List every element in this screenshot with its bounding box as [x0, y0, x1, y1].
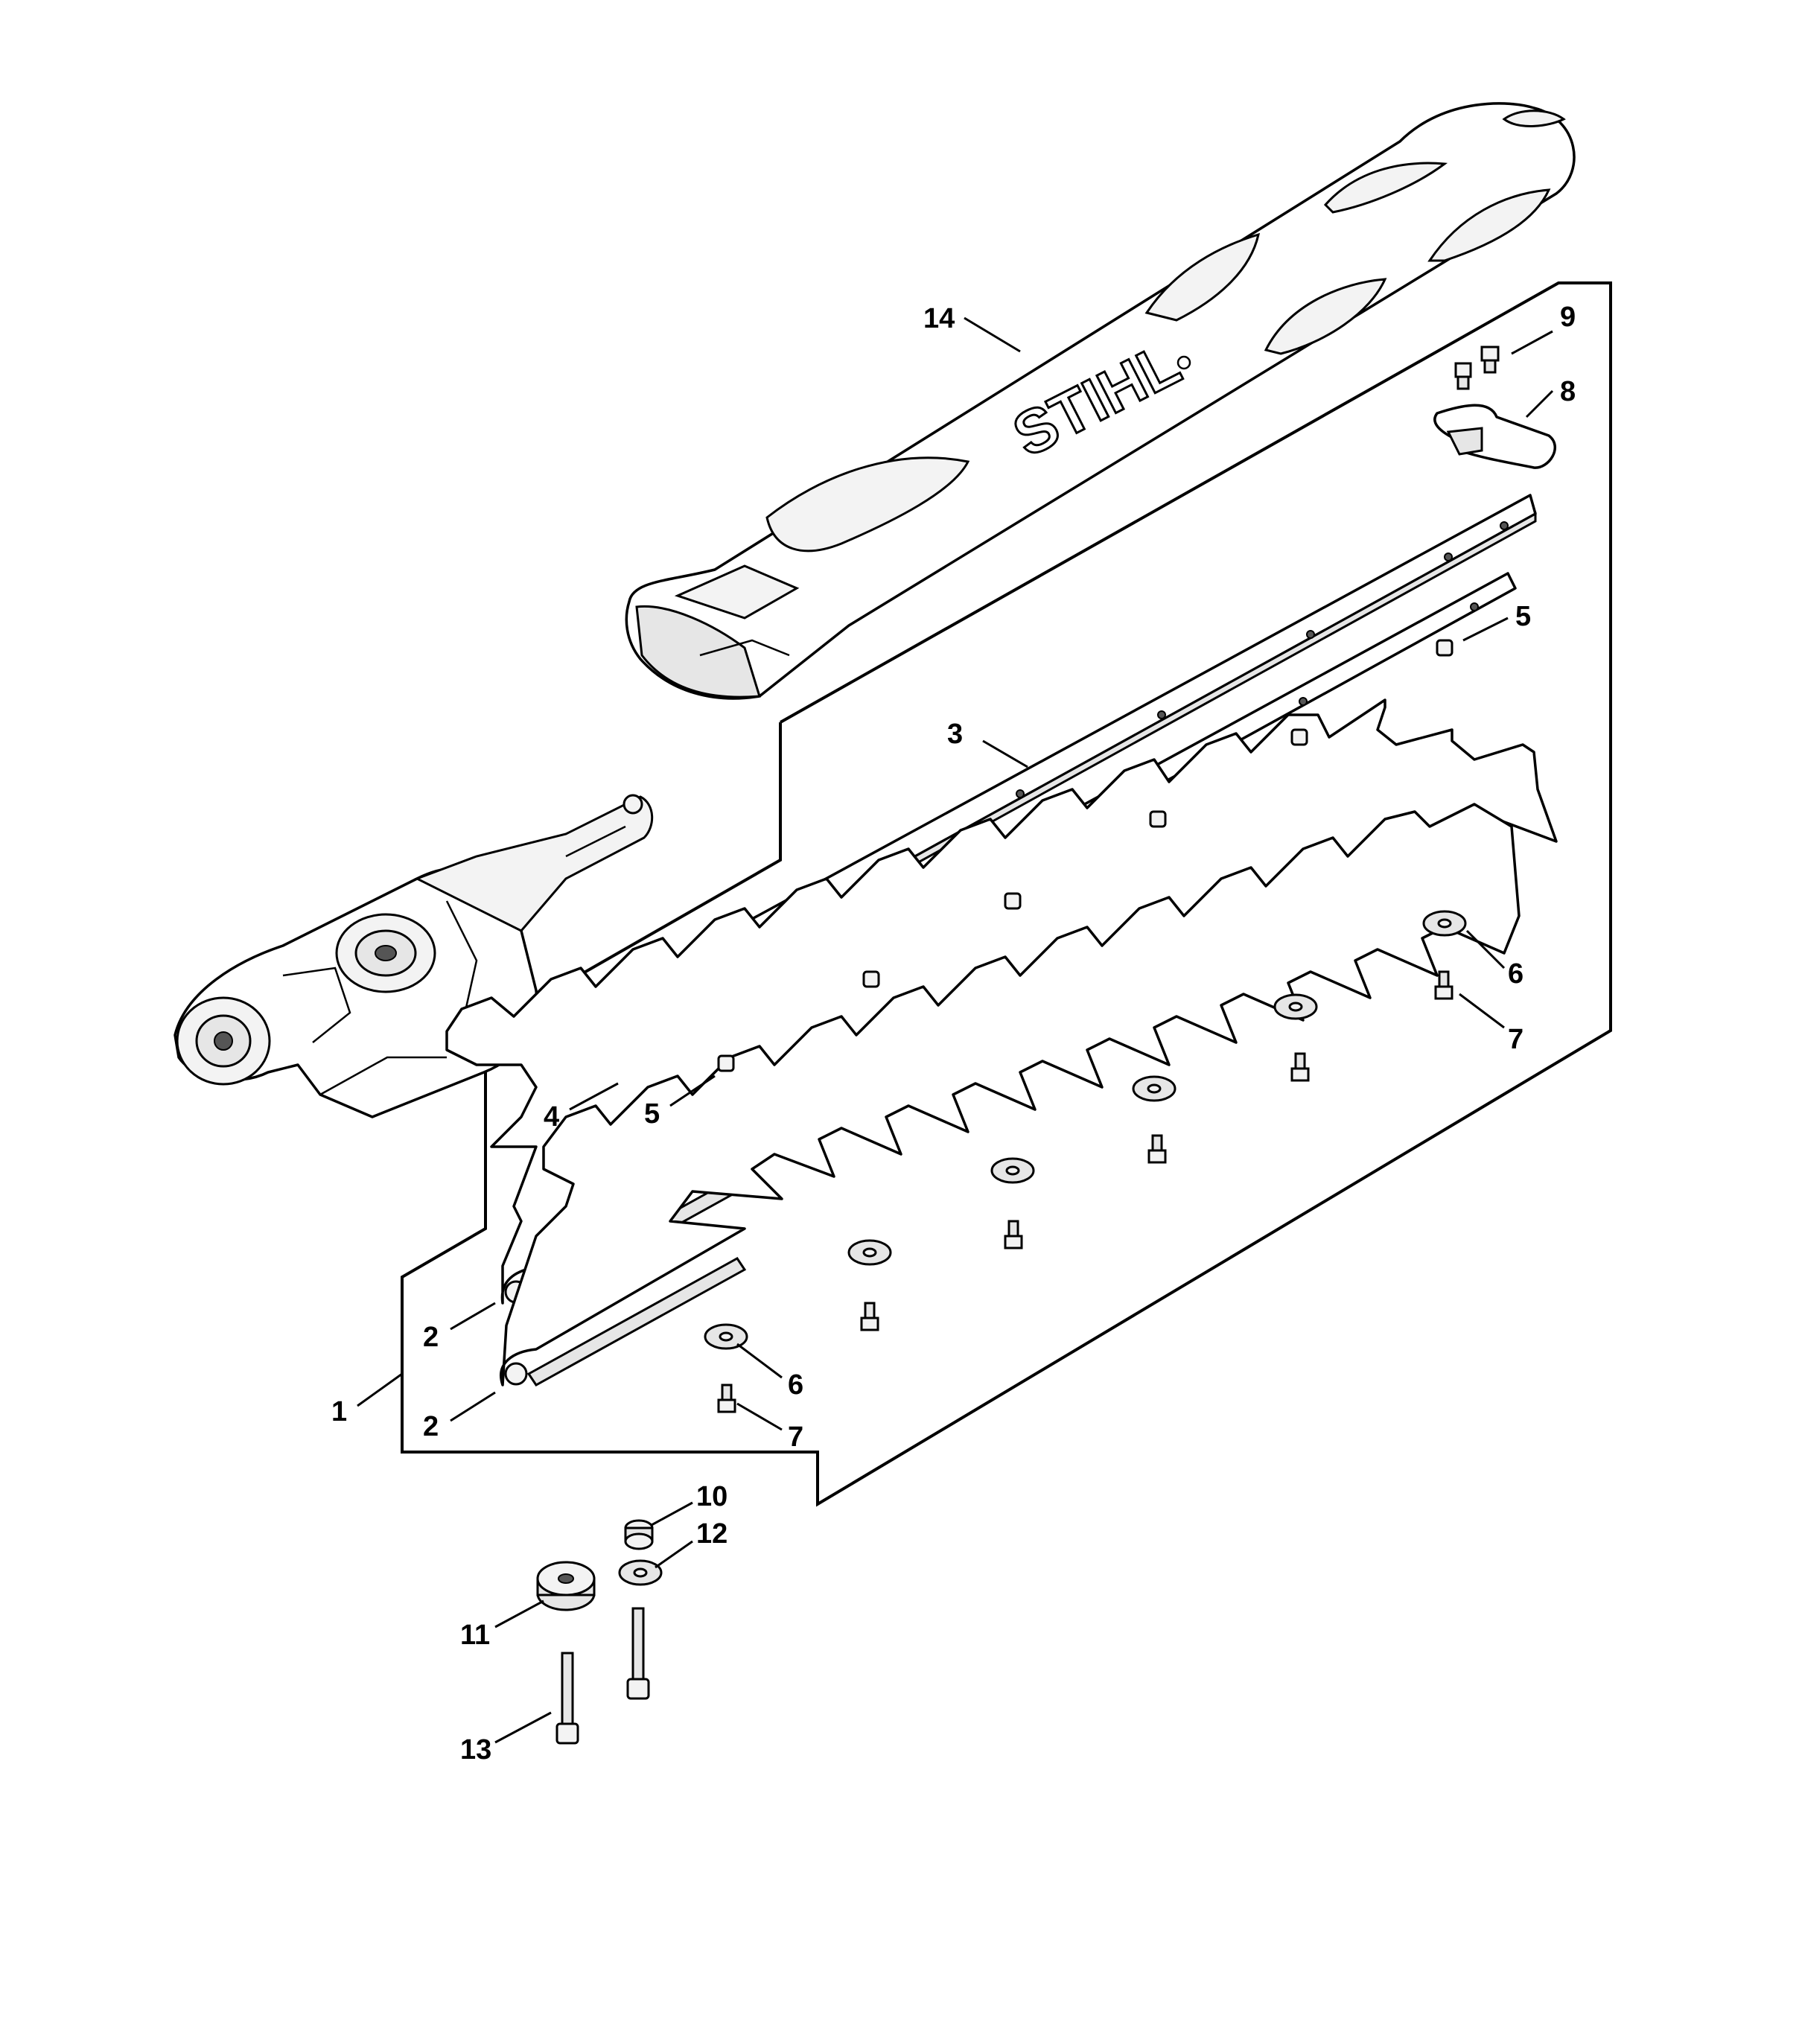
gearbox-housing: [173, 794, 654, 1118]
callout-10: 10: [696, 1481, 727, 1512]
screw-9-a: [1454, 362, 1472, 390]
callout-6-lower: 6: [788, 1369, 803, 1401]
callout-2-lower: 2: [423, 1411, 439, 1442]
callout-2-upper: 2: [423, 1322, 439, 1353]
screw-long-a: [626, 1607, 650, 1700]
callout-6-right: 6: [1508, 958, 1523, 990]
cutting-blade-lower: [500, 803, 1521, 1386]
callout-4: 4: [544, 1101, 559, 1133]
washer-12: [618, 1559, 663, 1586]
bushing-10: [624, 1519, 654, 1550]
callout-11: 11: [460, 1620, 490, 1651]
screw-9-b: [1480, 346, 1500, 374]
leader-lines: [357, 316, 1554, 1744]
callout-9: 9: [1560, 302, 1576, 333]
callout-14: 14: [923, 303, 955, 334]
callout-5-lower: 5: [644, 1098, 660, 1130]
screws-7: [717, 970, 1453, 1413]
spacer-11: [536, 1561, 596, 1611]
callout-13: 13: [460, 1734, 491, 1766]
tip-protector: [1433, 404, 1557, 469]
callout-8: 8: [1560, 376, 1576, 407]
bushings-5: [717, 639, 1453, 1072]
callout-1: 1: [331, 1396, 347, 1427]
callout-7-lower: 7: [788, 1421, 803, 1453]
callout-5-upper: 5: [1515, 601, 1531, 632]
callout-12: 12: [696, 1518, 727, 1550]
screw-13: [555, 1652, 579, 1745]
callout-7-right: 7: [1508, 1024, 1523, 1055]
washers-6: [704, 910, 1467, 1350]
callout-3: 3: [947, 719, 963, 750]
blade-guard: STIHL: [625, 102, 1576, 700]
